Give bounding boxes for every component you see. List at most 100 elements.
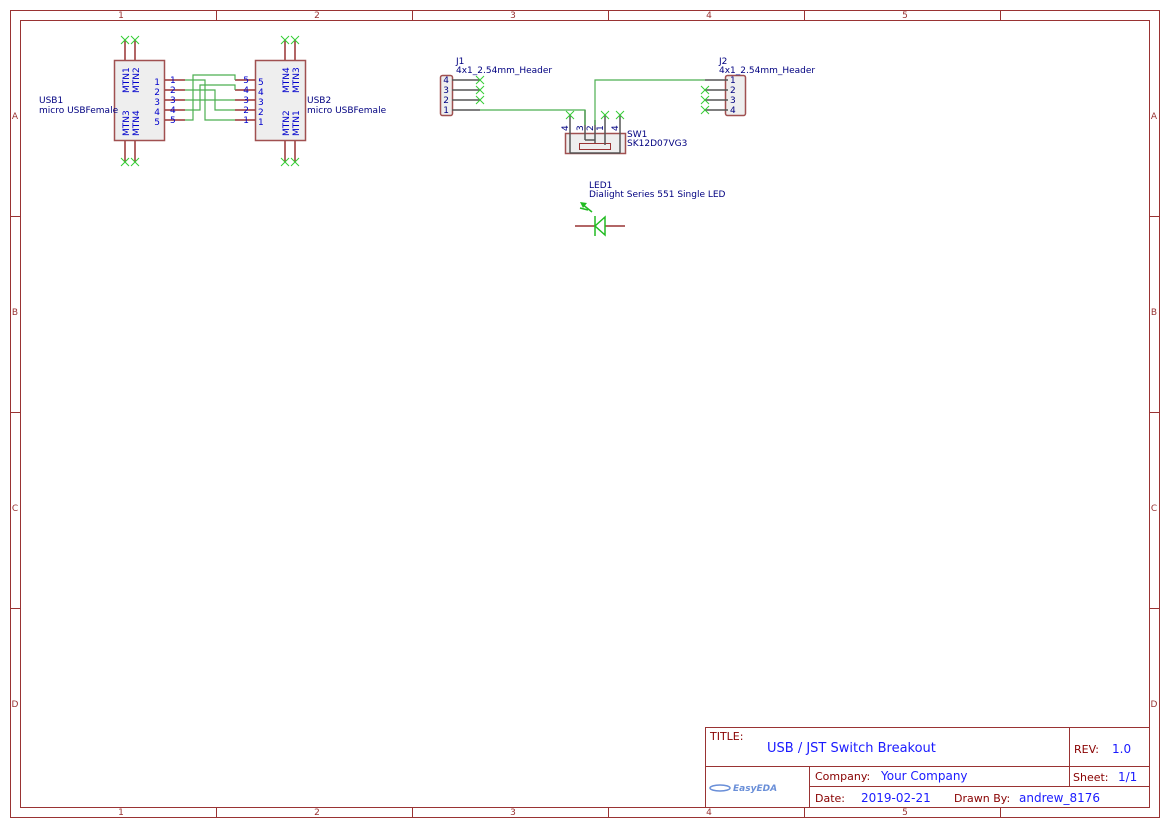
j2-value: 4x1_2.54mm_Header bbox=[719, 66, 815, 76]
led1-value: Dialight Series 551 Single LED bbox=[589, 190, 726, 200]
no-connect-flag bbox=[130, 35, 140, 45]
j1-pin-number: 3 bbox=[443, 86, 449, 96]
no-connect-flag bbox=[475, 95, 485, 105]
row-label: D bbox=[1151, 700, 1158, 710]
rev-value: 1.0 bbox=[1112, 742, 1131, 756]
no-connect-flag bbox=[615, 110, 625, 120]
no-connect-flag bbox=[475, 85, 485, 95]
usb1-value: micro USBFemale bbox=[39, 106, 119, 116]
usb2-mtn-label: MTN2 bbox=[282, 110, 292, 136]
no-connect-flag bbox=[600, 110, 610, 120]
drawn-by-label: Drawn By: bbox=[954, 792, 1010, 805]
sw1-pin-number: 3 bbox=[576, 125, 586, 131]
title-label: TITLE: bbox=[709, 730, 743, 743]
usb2-mtn-label: MTN1 bbox=[292, 110, 302, 136]
row-label: A bbox=[1151, 112, 1158, 122]
no-connect-flag bbox=[120, 157, 130, 167]
row-label: C bbox=[1151, 504, 1157, 514]
no-connect-flag bbox=[700, 95, 710, 105]
usb1-mtn-label: MTN1 bbox=[122, 67, 132, 93]
usb2-pin-number: 4 bbox=[243, 86, 249, 96]
no-connect-flag bbox=[290, 35, 300, 45]
usb2-pin-name: 5 bbox=[258, 78, 264, 88]
no-connect-flag bbox=[565, 110, 575, 120]
usb2-symbol[interactable] bbox=[235, 40, 307, 162]
date-value: 2019-02-21 bbox=[861, 791, 931, 805]
usb1-pin-name: 4 bbox=[154, 108, 160, 118]
sw1-pin-number: 1 bbox=[596, 125, 606, 131]
title-value: USB / JST Switch Breakout bbox=[767, 741, 936, 756]
no-connect-flag bbox=[290, 157, 300, 167]
j1-pin-number: 2 bbox=[443, 96, 449, 106]
usb2-mtn-label: MTN4 bbox=[282, 67, 292, 93]
title-block: TITLE: USB / JST Switch Breakout REV: 1.… bbox=[705, 727, 1150, 808]
usb1-mtn-label: MTN3 bbox=[122, 110, 132, 136]
easyeda-logo: EasyEDA bbox=[709, 784, 777, 794]
company-value: Your Company bbox=[880, 769, 968, 783]
row-label: C bbox=[12, 504, 18, 514]
column-label: 3 bbox=[510, 808, 516, 818]
row-label: B bbox=[1151, 308, 1157, 318]
no-connect-flag bbox=[130, 157, 140, 167]
j1-ref: J1 bbox=[455, 57, 464, 67]
usb1-pin-name: 1 bbox=[154, 78, 160, 88]
rev-label: REV: bbox=[1074, 743, 1099, 756]
usb1-pin-number: 1 bbox=[170, 76, 176, 86]
j2-pin-number: 4 bbox=[730, 106, 736, 116]
led1-ref: LED1 bbox=[589, 181, 612, 191]
usb2-pin-number: 2 bbox=[243, 106, 249, 116]
sheet-label: Sheet: bbox=[1073, 771, 1109, 784]
usb1-pin-name: 3 bbox=[154, 98, 160, 108]
column-label: 3 bbox=[510, 11, 516, 21]
usb1-mtn-label: MTN2 bbox=[132, 67, 142, 93]
led1-symbol[interactable] bbox=[575, 202, 625, 237]
sw1-pin-number: 2 bbox=[586, 125, 596, 131]
usb1-symbol[interactable] bbox=[113, 40, 186, 162]
row-label: D bbox=[12, 700, 19, 710]
no-connect-flag bbox=[280, 35, 290, 45]
sw1-value: SK12D07VG3 bbox=[627, 139, 687, 149]
j2-ref: J2 bbox=[718, 57, 727, 67]
usb2-mtn-label: MTN3 bbox=[292, 67, 302, 93]
column-label: 1 bbox=[118, 11, 124, 21]
column-label: 2 bbox=[314, 11, 320, 21]
usb2-pin-number: 5 bbox=[243, 76, 249, 86]
j1-pin-number: 1 bbox=[443, 106, 449, 116]
usb2-pin-name: 3 bbox=[258, 98, 264, 108]
header-wires[interactable] bbox=[480, 79, 705, 125]
column-label: 1 bbox=[118, 808, 124, 818]
usb2-ref: USB2 bbox=[307, 96, 331, 106]
sheet-value: 1/1 bbox=[1118, 770, 1137, 784]
usb1-ref: USB1 bbox=[39, 96, 63, 106]
j2-symbol[interactable] bbox=[705, 74, 747, 117]
j1-value: 4x1_2.54mm_Header bbox=[456, 66, 552, 76]
sw1-pin-number: 4 bbox=[611, 125, 621, 131]
usb2-pin-number: 3 bbox=[243, 96, 249, 106]
column-label: 4 bbox=[706, 808, 712, 818]
j1-symbol[interactable] bbox=[439, 74, 481, 117]
date-label: Date: bbox=[815, 792, 845, 805]
no-connect-flag bbox=[475, 75, 485, 85]
no-connect-flag bbox=[120, 35, 130, 45]
j1-pin-number: 4 bbox=[443, 76, 449, 86]
usb1-pin-number: 5 bbox=[170, 116, 176, 126]
usb1-pin-number: 3 bbox=[170, 96, 176, 106]
row-label: B bbox=[12, 308, 18, 318]
drawn-by-value: andrew_8176 bbox=[1019, 791, 1100, 805]
usb2-pin-number: 1 bbox=[243, 116, 249, 126]
usb2-value: micro USBFemale bbox=[307, 106, 387, 116]
sw1-symbol[interactable] bbox=[564, 110, 627, 155]
column-label: 5 bbox=[902, 808, 908, 818]
usb1-pin-number: 2 bbox=[170, 86, 176, 96]
usb-wires[interactable] bbox=[185, 74, 236, 121]
sw1-ref: SW1 bbox=[627, 130, 647, 140]
usb2-pin-name: 4 bbox=[258, 88, 264, 98]
column-label: 4 bbox=[706, 11, 712, 21]
logo-text: EasyEDA bbox=[733, 784, 777, 794]
column-label: 5 bbox=[902, 11, 908, 21]
no-connect-flag bbox=[700, 85, 710, 95]
j2-pin-number: 3 bbox=[730, 96, 736, 106]
no-connect-flag bbox=[280, 157, 290, 167]
